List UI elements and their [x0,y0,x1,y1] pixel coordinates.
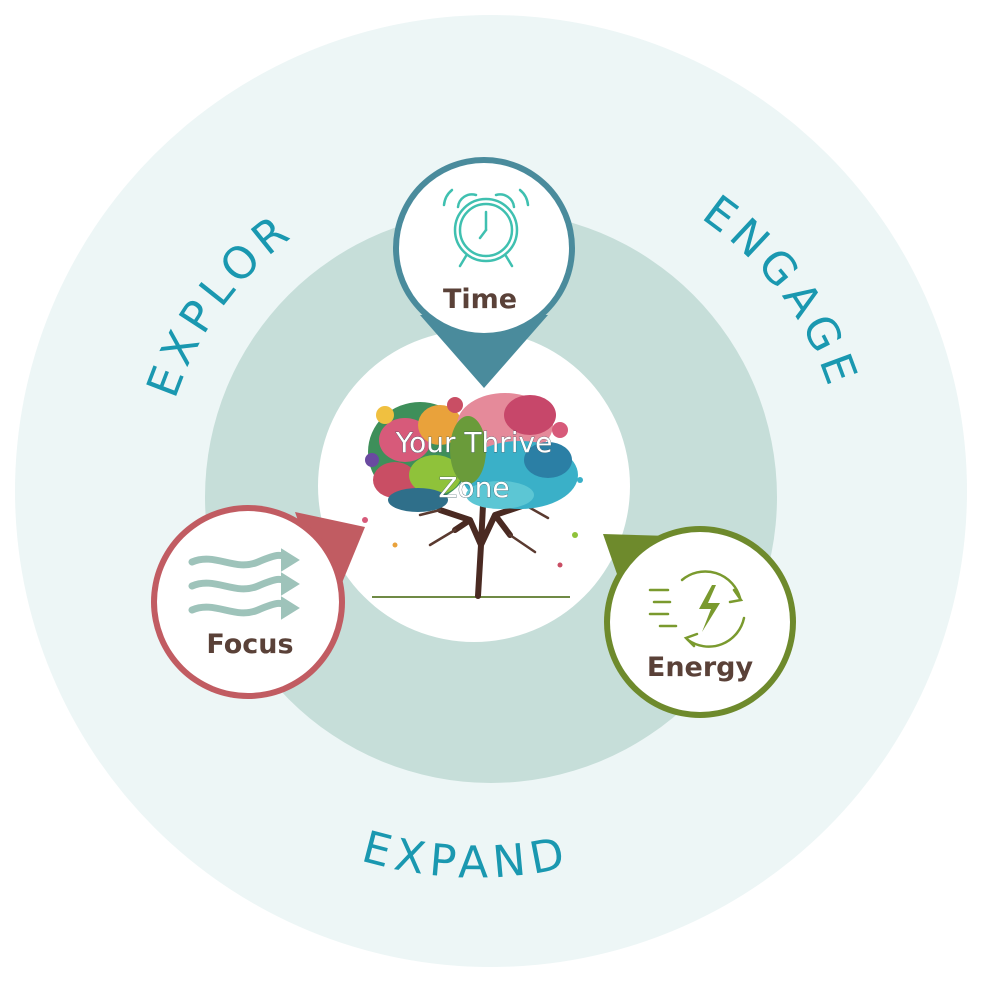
center-title-line1: Your Thrive [395,426,553,459]
wind-arrows-icon [188,548,300,620]
alarm-clock-icon [442,188,530,268]
time-label: Time [443,284,517,315]
energy-pin[interactable]: Energy [603,526,796,718]
focus-label: Focus [206,629,293,660]
brain-tree-illustration [362,393,583,599]
energy-label: Energy [647,652,754,683]
time-pin[interactable]: Time [393,157,575,388]
lightning-cycle-icon [648,570,746,648]
center-title-line2: Zone [438,471,509,504]
focus-pin[interactable]: Focus [151,505,365,699]
